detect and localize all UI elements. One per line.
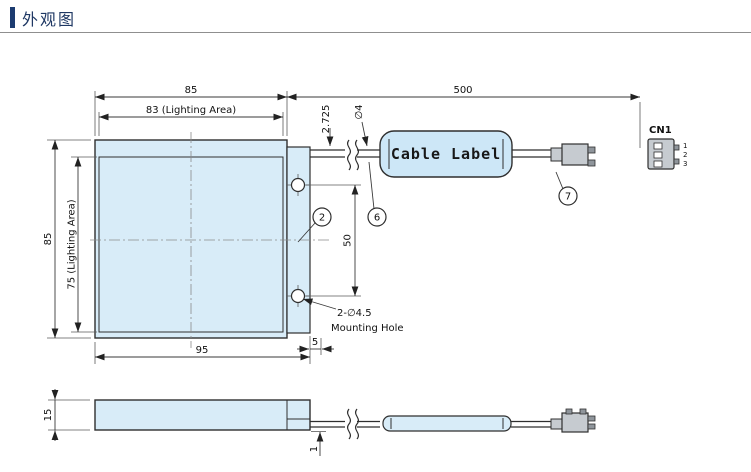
dim-side-height-text: 15 (43, 409, 54, 422)
callout-panel-number: 2 (319, 213, 325, 224)
callout-cable-number: 6 (374, 213, 380, 224)
dim-side-cable-offset-text: 1 (309, 446, 320, 452)
side-connector-pin (587, 415, 596, 422)
connector-front (550, 143, 596, 167)
cable-label-text: Cable Label (391, 145, 501, 163)
dim-lighting-height: 75 (Lighting Area) (67, 156, 97, 333)
title-accent-bar (10, 7, 15, 28)
mounting-hole-top (287, 174, 309, 196)
callout-connector: 7 (555, 171, 578, 206)
dim-side-height: 15 (43, 389, 90, 441)
mounting-hole-spec-text: 2-∅4.5 (337, 308, 372, 319)
dim-lighting-width-text: 83 (Lighting Area) (146, 105, 236, 116)
mounting-hole-callout: 2-∅4.5 Mounting Hole (302, 298, 404, 334)
dim-bottom-width: 95 (94, 336, 311, 364)
front-view: Cable Label 2 6 7 (90, 130, 596, 348)
mounting-hole-label-text: Mounting Hole (331, 323, 404, 334)
side-panel-body (94, 399, 311, 431)
dim-cable-diameter-text: ∅4 (354, 104, 365, 119)
dim-lighting-width: 83 (Lighting Area) (98, 105, 284, 136)
callout-connector-number: 7 (565, 192, 571, 203)
connector-pin (587, 159, 596, 167)
cn1-detail: CN1 1 2 3 (647, 125, 687, 170)
page-title: 外观图 (22, 10, 77, 29)
mounting-hole-bottom (287, 285, 309, 307)
cable-label-box: Cable Label (379, 130, 513, 178)
cn1-tab (673, 144, 680, 151)
cn1-pin-number-2: 2 (683, 151, 687, 159)
dim-top-width-text: 85 (185, 85, 198, 96)
dim-flange-offset-text: 5 (312, 337, 318, 348)
dim-bottom-width-text: 95 (196, 345, 209, 356)
page-header: 外观图 (0, 0, 751, 33)
cn1-tab (673, 158, 680, 165)
callout-balloon (312, 207, 332, 227)
callout-panel: 2 (297, 207, 332, 243)
dim-cable-offset: 2.725 (321, 105, 334, 146)
side-connector-tab (565, 408, 573, 415)
cn1-pin-slot (653, 151, 663, 159)
dim-cable-length: 500 (287, 85, 641, 148)
side-connector (550, 408, 596, 433)
cn1-label: CN1 (649, 125, 672, 136)
connector-pin (587, 146, 596, 154)
dim-cable-length-text: 500 (453, 85, 472, 96)
dim-hole-spacing: 50 (306, 184, 361, 297)
dim-left-height: 85 (43, 139, 91, 339)
side-connector-pin (587, 423, 596, 430)
cn1-pin-slot (653, 142, 663, 150)
side-cable-label (382, 415, 512, 432)
dim-cable-offset-text: 2.725 (321, 105, 332, 134)
cable-break-symbol (345, 139, 360, 171)
side-connector-tab (579, 408, 587, 415)
side-view: 15 1 (43, 389, 596, 456)
dim-flange-offset: 5 (297, 337, 334, 355)
cn1-pin-number-1: 1 (683, 142, 687, 150)
side-cable-break-symbol (345, 408, 360, 440)
cn1-pin-number-3: 3 (683, 160, 687, 168)
dim-hole-spacing-text: 50 (343, 234, 354, 247)
dim-left-height-text: 85 (43, 233, 54, 246)
callout-cable: 6 (367, 161, 387, 227)
dim-side-cable-offset: 1 (309, 431, 326, 456)
dim-lighting-height-text: 75 (Lighting Area) (67, 199, 78, 289)
dim-cable-diameter: ∅4 (354, 104, 369, 147)
callout-balloon (367, 207, 387, 227)
cn1-pin-slot (653, 160, 663, 168)
callout-balloon (558, 186, 578, 206)
